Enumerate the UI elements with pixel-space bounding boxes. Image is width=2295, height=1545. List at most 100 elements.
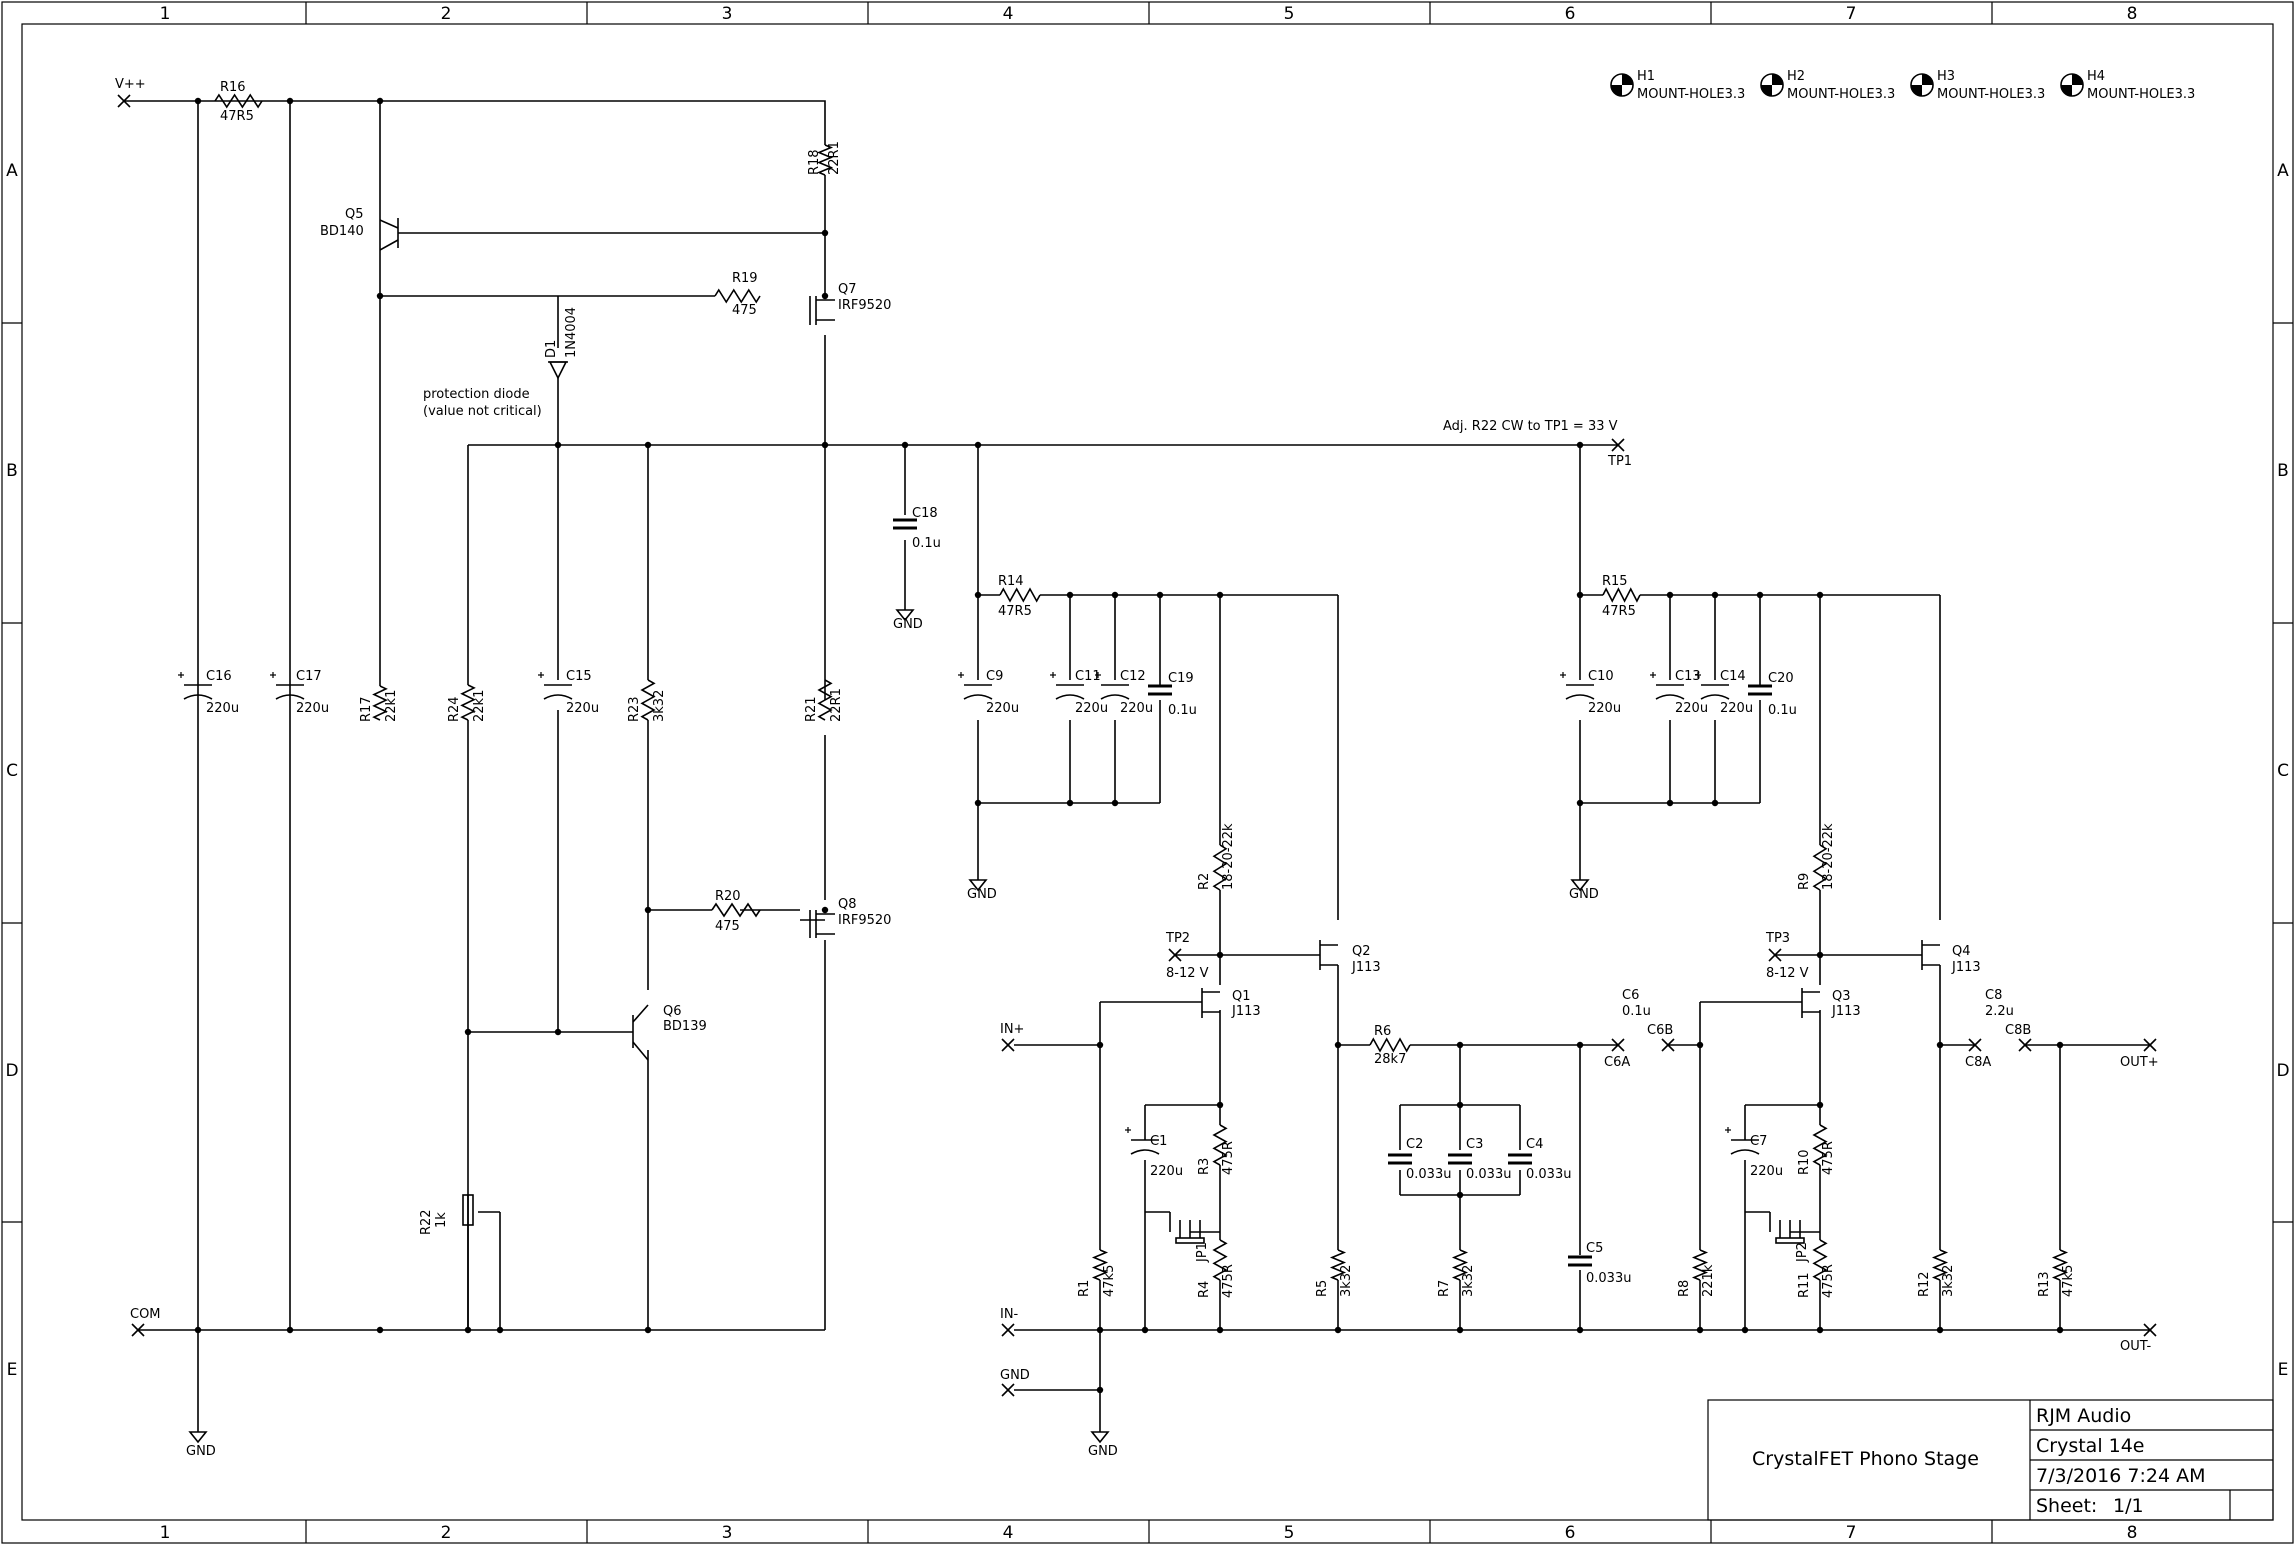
h3-ref: H3	[1937, 69, 1955, 84]
junction-dot	[464, 1326, 472, 1334]
port-x-marker[interactable]	[1168, 948, 1182, 962]
c7-value: 220u	[1750, 1164, 1783, 1179]
r13-symbol	[2051, 1249, 2069, 1281]
junction-dot	[1111, 591, 1119, 599]
r17-ref: R17	[359, 696, 374, 722]
c7-symbol	[1725, 1127, 1760, 1155]
frame-col-top: 4	[1003, 4, 1014, 24]
junction-dot	[1936, 1041, 1944, 1049]
junction-dot	[1456, 1101, 1464, 1109]
r15-value: 47R5	[1602, 604, 1636, 619]
frame-row-left: A	[6, 161, 18, 181]
c17-symbol	[270, 672, 305, 700]
junction-dot	[1456, 1191, 1464, 1199]
port-x-marker[interactable]	[1611, 438, 1625, 452]
r20-symbol	[711, 902, 761, 918]
junction-dot	[1141, 1326, 1149, 1334]
r17-symbol	[372, 685, 388, 721]
r21-symbol	[817, 679, 833, 721]
c2-ref: C2	[1406, 1137, 1423, 1152]
c3-value: 0.033u	[1466, 1167, 1511, 1182]
r17-value: 22k1	[384, 690, 399, 722]
c13-symbol	[1650, 672, 1685, 700]
r16-symbol	[214, 93, 263, 109]
port-x-marker[interactable]	[1661, 1038, 1675, 1052]
port-gnd-in: GND	[1000, 1368, 1030, 1383]
h3-value: MOUNT-HOLE3.3	[1937, 87, 2045, 102]
r18-value: 22R1	[827, 141, 842, 175]
gnd-label-2: GND	[893, 617, 923, 632]
port-x-marker[interactable]	[2143, 1323, 2157, 1337]
c18-value: 0.1u	[912, 536, 941, 551]
r9-symbol	[1812, 844, 1828, 891]
frame-row-left: B	[6, 461, 18, 481]
junction-dot	[644, 441, 652, 449]
port-x-marker[interactable]	[1001, 1323, 1015, 1337]
port-x-marker[interactable]	[131, 1323, 145, 1337]
r11-ref: R11	[1797, 1272, 1812, 1298]
r12-symbol	[1931, 1249, 1949, 1281]
frame-col-bottom: 4	[1003, 1523, 1014, 1543]
jp2-ref: JP2	[1795, 1242, 1810, 1263]
frame-col-top: 1	[160, 4, 171, 24]
r21-ref: R21	[804, 696, 819, 722]
r9-ref: R9	[1797, 873, 1812, 890]
junction-dot	[1576, 799, 1584, 807]
r22-ref: R22	[419, 1209, 434, 1235]
r19-symbol	[714, 288, 761, 304]
junction-dot	[1216, 1101, 1224, 1109]
port-c8b: C8B	[2005, 1023, 2031, 1038]
r10-ref: R10	[1797, 1149, 1812, 1175]
c10-value: 220u	[1588, 701, 1621, 716]
gnd-label-1: GND	[186, 1444, 216, 1459]
gnd-label-3: GND	[967, 887, 997, 902]
junction-dot	[194, 1326, 202, 1334]
junction-dot	[286, 1326, 294, 1334]
r7-ref: R7	[1437, 1280, 1452, 1297]
port-x-marker[interactable]	[2143, 1038, 2157, 1052]
q5-ref: Q5	[345, 207, 364, 222]
r1-symbol	[1091, 1249, 1109, 1281]
r20-value: 475	[715, 919, 740, 934]
c6-value: 0.1u	[1622, 1004, 1651, 1019]
port-vpp: V++	[115, 77, 146, 92]
port-x-marker[interactable]	[117, 94, 131, 108]
junction-dot	[644, 906, 652, 914]
junction-dot	[1666, 591, 1674, 599]
port-x-marker[interactable]	[1001, 1383, 1015, 1397]
port-x-marker[interactable]	[1968, 1038, 1982, 1052]
c16-symbol	[178, 672, 213, 700]
junction-dot	[974, 799, 982, 807]
frame-row-right: A	[2277, 161, 2289, 181]
r19-value: 475	[732, 303, 757, 318]
frame-row-right: D	[2276, 1061, 2289, 1081]
note-protection-1: protection diode	[423, 387, 530, 402]
c9-symbol	[958, 672, 993, 700]
r5-ref: R5	[1315, 1280, 1330, 1297]
r4-value: 475R	[1221, 1264, 1236, 1298]
port-x-marker[interactable]	[2018, 1038, 2032, 1052]
q5-value: BD140	[320, 224, 364, 239]
frame-col-bottom: 3	[722, 1523, 733, 1543]
h1-ref: H1	[1637, 69, 1655, 84]
c16-ref: C16	[206, 669, 232, 684]
c5-symbol	[1568, 1255, 1592, 1267]
junction-dot	[1156, 591, 1164, 599]
r1-value: 47k5	[1102, 1265, 1117, 1297]
junction-dot	[1576, 591, 1584, 599]
port-in-plus: IN+	[1000, 1022, 1024, 1037]
frame-col-bottom: 8	[2127, 1523, 2138, 1543]
c11-ref: C11	[1075, 669, 1101, 684]
r3-ref: R3	[1197, 1158, 1212, 1175]
port-x-marker[interactable]	[1768, 948, 1782, 962]
junction-dot	[1066, 591, 1074, 599]
c1-value: 220u	[1150, 1164, 1183, 1179]
c14-symbol	[1695, 672, 1730, 700]
c4-ref: C4	[1526, 1137, 1543, 1152]
frame-col-top: 3	[722, 4, 733, 24]
port-x-marker[interactable]	[1001, 1038, 1015, 1052]
junction-dot	[464, 1028, 472, 1036]
c6-ref: C6	[1622, 988, 1639, 1003]
c2-value: 0.033u	[1406, 1167, 1451, 1182]
port-x-marker[interactable]	[1611, 1038, 1625, 1052]
